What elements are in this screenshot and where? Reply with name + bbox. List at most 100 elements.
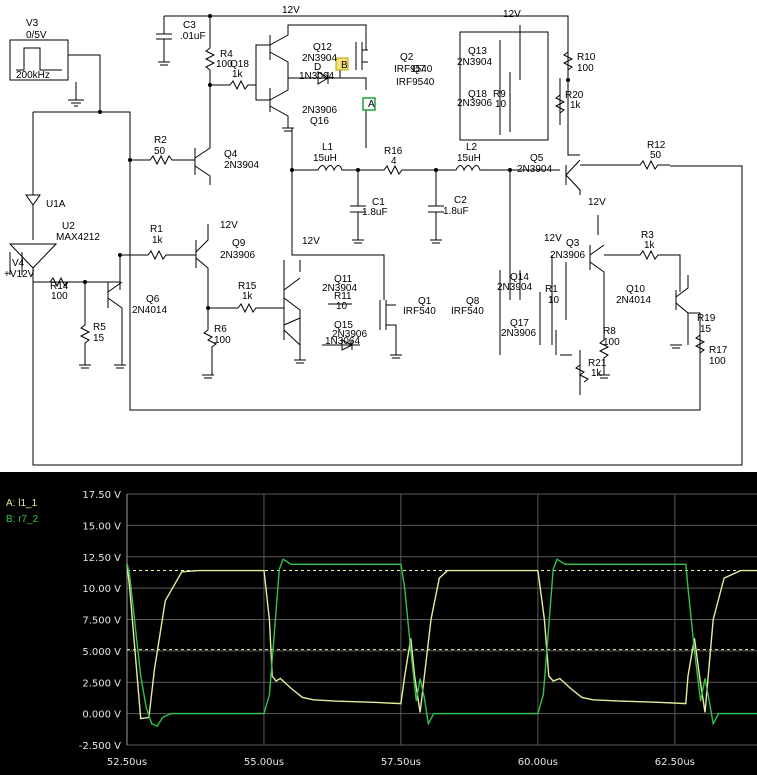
- schematic-label-q2-name: Q2: [400, 52, 414, 63]
- schematic-label-q9-name: Q9: [232, 238, 246, 249]
- schematic-label-v3-freq: 200kHz: [16, 70, 50, 81]
- y-tick-label: 5.000 V: [82, 647, 121, 658]
- schematic-label-r8-val: 100: [603, 337, 620, 348]
- schematic-label-q9-model: 2N3906: [220, 250, 255, 261]
- schematic-label-q12-model: 2N3904: [302, 53, 337, 64]
- schematic-label-rail-12v-q11: 12V: [302, 236, 320, 247]
- schematic-label-probe-b: B: [341, 60, 348, 71]
- schematic-label-r19-name: R19: [697, 313, 716, 324]
- schematic-label-q7-model: IRF9540: [396, 77, 435, 88]
- schematic-label-r2-val: 50: [154, 146, 166, 157]
- schematic-wires: [8, 15, 743, 466]
- x-tick-label: 57.50us: [381, 757, 421, 768]
- schematic-label-c3-val: .01uF: [180, 31, 206, 42]
- schematic-label-r17-val: 100: [709, 356, 726, 367]
- schematic-label-u2-model: MAX4212: [56, 232, 100, 243]
- schematic-label-q1-model: IRF540: [403, 306, 436, 317]
- x-tick-label: 52.50us: [107, 757, 147, 768]
- legend-entry-b: B: r7_2: [6, 514, 39, 525]
- schematic-label-q8-name: Q8: [466, 296, 480, 307]
- schematic-label-r6-name: R6: [214, 324, 227, 335]
- schematic-label-r21-name: R21: [588, 358, 607, 369]
- schematic-label-r9-val: 10: [495, 99, 507, 110]
- x-tick-label: 62.50us: [655, 757, 695, 768]
- schematic-label-q12-name: Q12: [313, 42, 332, 53]
- schematic-label-v3-range: 0/5V: [26, 30, 47, 41]
- schematic-label-u1a-name: U1A: [46, 199, 66, 210]
- schematic-label-q15-model: 2N3906: [332, 329, 367, 340]
- schematic-label-q1-name: Q1: [418, 296, 432, 307]
- schematic-label-q14-name: Q14: [510, 272, 529, 283]
- schematic-label-r10-val: 100: [577, 63, 594, 74]
- x-tick-label: 60.00us: [518, 757, 558, 768]
- schematic-label-q6-name: Q6: [146, 294, 160, 305]
- schematic-label-q15-name: Q15: [334, 320, 353, 331]
- schematic-label-q6-model: 2N4014: [132, 305, 167, 316]
- schematic-label-r14-val: 100: [51, 291, 68, 302]
- schematic-label-q8-model: IRF540: [451, 306, 484, 317]
- y-tick-label: 0.000 V: [82, 710, 121, 721]
- oscilloscope-chart: 17.50 V15.00 V12.50 V10.00 V7.500 V5.000…: [0, 472, 757, 775]
- schematic-label-rail-12v-top-right: 12V: [503, 9, 521, 20]
- chart-grid: [126, 493, 757, 746]
- schematic-label-r3-val: 1k: [644, 240, 656, 251]
- schematic-label-r11-val: 10: [336, 301, 348, 312]
- schematic-label-q7-name: Q7: [412, 64, 426, 75]
- schematic-label-l2-name: L2: [466, 142, 478, 153]
- schematic-label-q11-name: Q11: [334, 274, 353, 285]
- schematic-label-q14-model: 2N3904: [497, 282, 532, 293]
- schematic-label-r1b-name: R1: [545, 284, 558, 295]
- schematic-label-l1-name: L1: [322, 142, 334, 153]
- chart-series: [126, 558, 757, 728]
- schematic-label-r1-val: 1k: [152, 235, 164, 246]
- y-tick-label: 15.00 V: [82, 521, 121, 532]
- schematic-label-r5-name: R5: [93, 322, 106, 333]
- series-line-b: [126, 558, 757, 728]
- schematic-label-l1-val: 15uH: [313, 153, 337, 164]
- chart-y-ticks: 17.50 V15.00 V12.50 V10.00 V7.500 V5.000…: [79, 490, 121, 752]
- schematic-label-r17-name: R17: [709, 345, 728, 356]
- schematic-label-r19-val: 15: [700, 324, 712, 335]
- junction-dots: [83, 14, 570, 310]
- schematic-label-c1-val: 1.8uF: [362, 207, 388, 218]
- schematic-label-q5-name: Q5: [530, 153, 544, 164]
- schematic-label-r14-name: R14: [50, 281, 69, 292]
- schematic-label-q18b-name: Q18: [468, 89, 487, 100]
- chart-legend: A: l1_1 B: r7_2: [6, 498, 39, 525]
- schematic-label-r4-name: R4: [220, 49, 233, 60]
- schematic-label-q2-model: IRF9540: [394, 64, 433, 75]
- schematic-label-r20-val: 1k: [570, 100, 582, 111]
- schematic-label-q4-name: Q4: [224, 149, 238, 160]
- schematic-label-d2-model: 1N3064: [325, 336, 360, 347]
- schematic-label-r6-val: 100: [214, 335, 231, 346]
- y-tick-label: 12.50 V: [82, 553, 121, 564]
- schematic-label-d-label: D: [314, 62, 321, 73]
- schematic-label-rail-12v-q3: 12V: [544, 233, 562, 244]
- schematic-label-d1-model: 1N3064: [299, 71, 334, 82]
- schematic-label-r3-name: R3: [641, 230, 654, 241]
- schematic-label-v3-name: V3: [26, 18, 39, 29]
- schematic-label-l2-val: 15uH: [457, 153, 481, 164]
- series-line-a: [126, 564, 757, 720]
- schematic-label-r12-name: R12: [647, 140, 666, 151]
- schematic-label-r2-name: R2: [154, 135, 167, 146]
- schematic-label-r1-name: R1: [150, 224, 163, 235]
- probe-b-marker: [335, 57, 349, 71]
- probe-a-marker: [362, 97, 376, 111]
- schematic-label-r11-name: R11: [334, 291, 352, 302]
- schematic-label-r10b-val: 10: [548, 295, 560, 306]
- y-tick-label: 2.500 V: [82, 678, 121, 689]
- schematic-label-q16-model: 2N3906: [302, 105, 337, 116]
- v3-pulse-source: [9, 39, 69, 81]
- schematic-label-r15-val: 1k: [242, 291, 254, 302]
- schematic-label-q5-model: 2N3904: [517, 164, 552, 175]
- legend-entry-a: A: l1_1: [6, 498, 38, 509]
- schematic-label-u2-name: U2: [62, 221, 75, 232]
- y-tick-label: 17.50 V: [82, 490, 121, 501]
- schematic-label-q3-name: Q3: [566, 238, 580, 249]
- schematic-label-r21-val: 1k: [591, 368, 603, 379]
- schematic-label-c1-name: C1: [372, 197, 385, 208]
- schematic-label-r4-val: 100: [216, 59, 233, 70]
